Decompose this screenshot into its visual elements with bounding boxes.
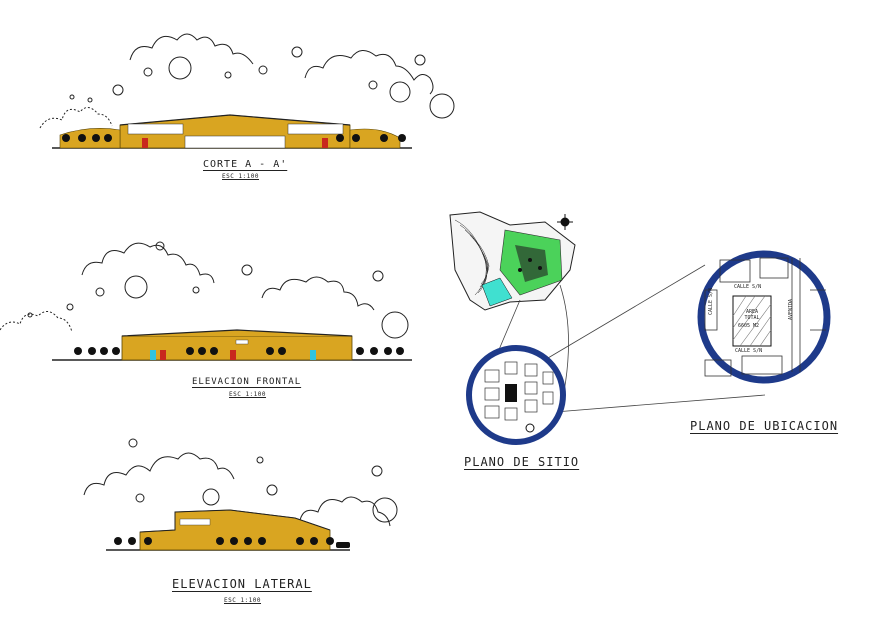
corte-scale: ESC 1:100 bbox=[222, 173, 260, 180]
cloud-bubble bbox=[381, 311, 409, 339]
cloud-bubble bbox=[414, 54, 426, 66]
cloud-bubble bbox=[429, 93, 455, 119]
cloud-outline bbox=[129, 33, 254, 65]
cloud-bubble bbox=[87, 97, 93, 103]
cloud-bubble bbox=[69, 94, 75, 100]
cloud-bubble bbox=[372, 270, 384, 282]
cloud-bubble bbox=[258, 65, 268, 75]
car-icon bbox=[336, 542, 350, 548]
street-label-left: CALLE S/N bbox=[708, 287, 714, 315]
site-plan-map bbox=[449, 211, 576, 311]
frontal-building bbox=[74, 329, 404, 361]
cloud-bubble bbox=[371, 465, 383, 477]
cloud-bubble bbox=[27, 312, 33, 318]
frontal-title: ELEVACION FRONTAL bbox=[192, 377, 302, 387]
cloud-outline bbox=[304, 50, 434, 95]
tree-row bbox=[114, 537, 334, 545]
site-detail-circle bbox=[466, 345, 566, 445]
tree-row bbox=[74, 347, 404, 355]
cloud-bubble bbox=[135, 493, 145, 503]
lateral-title: ELEVACION LATERAL bbox=[172, 577, 312, 591]
cloud-outline bbox=[299, 496, 391, 527]
location-detail-circle bbox=[697, 250, 831, 384]
cloud-bubble bbox=[291, 46, 303, 58]
cloud-outline bbox=[0, 311, 73, 333]
cloud-outline bbox=[261, 276, 375, 311]
area-total-value: 6605 M2 bbox=[738, 323, 760, 329]
cloud-bubble bbox=[124, 275, 148, 299]
location-plan-title: PLANO DE UBICACION bbox=[690, 419, 839, 433]
cloud-bubble bbox=[266, 484, 278, 496]
lateral-building bbox=[114, 509, 350, 551]
site-lot-hatched bbox=[732, 295, 772, 347]
area-total-label: AREA TOTAL bbox=[744, 309, 760, 321]
frontal-scale: ESC 1:100 bbox=[229, 391, 267, 398]
cloud-bubble bbox=[256, 456, 264, 464]
site-plan-title: PLANO DE SITIO bbox=[464, 455, 580, 469]
cloud-bubble bbox=[241, 264, 253, 276]
cloud-bubble bbox=[224, 71, 232, 79]
avenue-label: AVENIDA bbox=[788, 298, 794, 320]
cloud-bubble bbox=[368, 80, 378, 90]
cloud-bubble bbox=[192, 286, 200, 294]
street-label-top: CALLE S/N bbox=[734, 284, 762, 290]
site-lot bbox=[505, 384, 517, 402]
cloud-bubble bbox=[143, 67, 153, 77]
cloud-outline bbox=[39, 107, 113, 129]
cloud-bubble bbox=[168, 56, 192, 80]
cloud-bubble bbox=[372, 497, 398, 523]
north-arrow-icon bbox=[557, 214, 573, 230]
tree-row bbox=[62, 134, 406, 142]
lateral-scale: ESC 1:100 bbox=[224, 597, 262, 604]
cloud-outline bbox=[81, 242, 215, 284]
corte-title: CORTE A - A' bbox=[203, 159, 288, 170]
cloud-bubble bbox=[95, 287, 105, 297]
cloud-bubble bbox=[128, 438, 138, 448]
cloud-outline bbox=[83, 452, 235, 496]
corte-building bbox=[59, 114, 406, 149]
leader-lines bbox=[497, 264, 766, 421]
cloud-bubble bbox=[155, 241, 165, 251]
cloud-bubble bbox=[112, 84, 124, 96]
cloud-bubble bbox=[66, 303, 74, 311]
cloud-bubble bbox=[389, 81, 411, 103]
street-label-bottom: CALLE S/N bbox=[735, 348, 763, 354]
cloud-bubble bbox=[202, 488, 220, 506]
